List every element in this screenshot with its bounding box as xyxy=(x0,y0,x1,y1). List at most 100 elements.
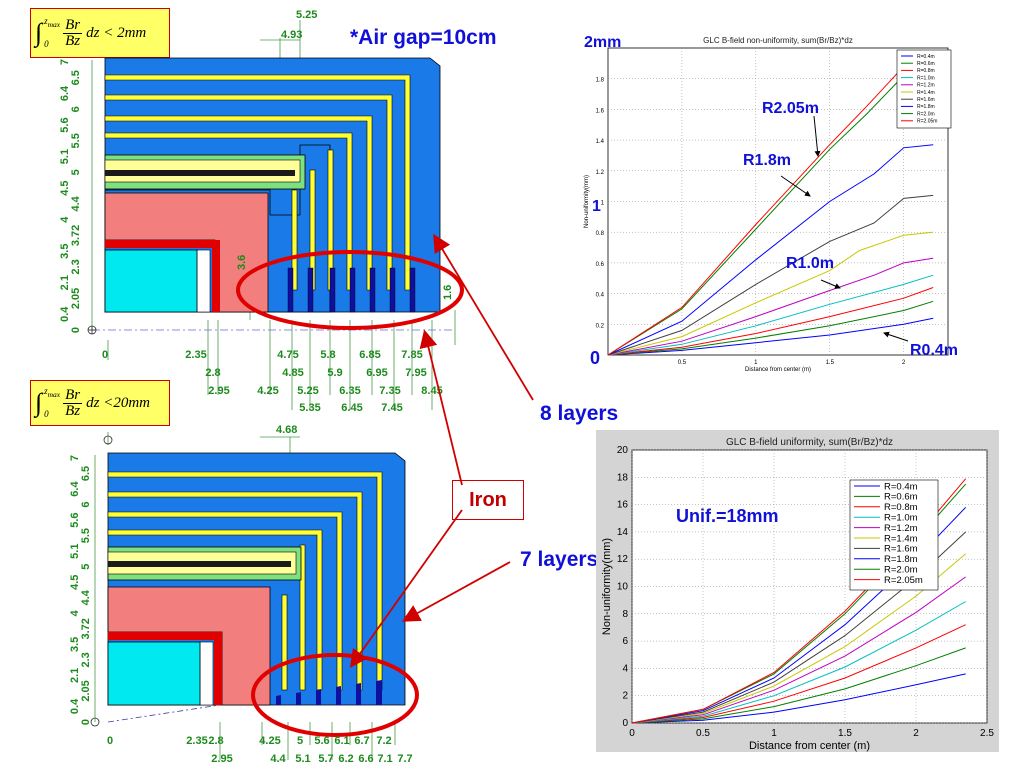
top-left-dim: 2.1 xyxy=(59,275,71,290)
seven-layers-label: 7 layers xyxy=(520,548,599,571)
bottom-bottom-dim: 6.6 xyxy=(358,753,373,765)
r10-label: R1.0m xyxy=(786,255,835,272)
x-tick-label: 0.5 xyxy=(678,360,687,366)
bottom-bottom-dim: 6.7 xyxy=(354,735,369,747)
y-tick-label: 8 xyxy=(622,609,628,620)
unif-label: Unif.=18mm xyxy=(676,506,779,526)
top-magnet-diagram: 5.25 4.93 3.6 1.6 76.56.465.65.55.154.54… xyxy=(59,9,464,414)
y-tick-label: 1.4 xyxy=(596,139,605,145)
y-tick-label: 1.8 xyxy=(596,78,605,84)
bottom-left-dim: 4.5 xyxy=(69,575,81,590)
formula-tail: dz < 2mm xyxy=(86,24,147,41)
legend-entry: R=1.0m xyxy=(917,75,935,81)
legend-entry: R=1.0m xyxy=(884,513,918,524)
bottom-left-dim: 4.4 xyxy=(80,589,92,605)
y-tick-label: 4 xyxy=(622,663,628,674)
bottom-bottom-dim: 7.1 xyxy=(377,753,392,765)
y-tick-label: 1.6 xyxy=(596,108,605,114)
formula-box-bottom: ∫ zmax 0 Br Bz dz <20mm xyxy=(30,380,170,426)
x-axis-label: Distance from center (m) xyxy=(749,740,870,752)
series-line xyxy=(607,300,934,356)
bottom-bottom-dim: 0 xyxy=(107,735,113,747)
legend-entry: R=2.0m xyxy=(884,565,918,576)
legend-entry: R=1.2m xyxy=(884,523,918,534)
x-axis-label: Distance from center (m) xyxy=(745,367,811,373)
legend-entry: R=1.8m xyxy=(884,554,918,565)
top-bottom-dim: 6.95 xyxy=(366,367,387,379)
top-left-dim: 5.6 xyxy=(59,117,71,132)
legend-entry: R=2.05m xyxy=(917,119,937,125)
callout-arrow xyxy=(883,331,909,342)
bottom-left-dim: 2.1 xyxy=(69,668,81,683)
top-bottom-dim: 5.25 xyxy=(297,385,318,397)
top-dim: 4.93 xyxy=(281,29,302,41)
r205-label: R2.05m xyxy=(762,100,819,117)
top-axis-mid-label: 1 xyxy=(592,198,601,215)
bottom-left-dim: 5.1 xyxy=(69,544,81,559)
chart-title: GLC B-field uniformity, sum(Br/Bz)*dz xyxy=(726,437,893,448)
legend-entry: R=1.6m xyxy=(917,97,935,103)
legend-entry: R=0.8m xyxy=(884,502,918,513)
top-left-dim: 5.1 xyxy=(59,149,71,164)
legend-entry: R=0.6m xyxy=(917,61,935,67)
top-bottom-dim: 6.45 xyxy=(341,402,362,414)
bottom-bottom-dim: 6.1 xyxy=(334,735,349,747)
series-line xyxy=(631,647,966,724)
top-bottom-dim: 4.75 xyxy=(277,349,298,361)
legend-entry: R=1.8m xyxy=(917,104,935,110)
top-left-dim: 6 xyxy=(70,106,82,112)
top-left-dim: 5 xyxy=(70,169,82,175)
callout-arrow xyxy=(813,115,821,157)
bottom-bottom-dim: 7.7 xyxy=(397,753,412,765)
y-tick-label: 14 xyxy=(617,527,629,538)
legend-entry: R=1.6m xyxy=(884,544,918,555)
bottom-magnet-diagram: 4.68 76.56.465.65.55.154.54.443.723.52.3… xyxy=(69,424,419,765)
bottom-left-dim: 0.4 xyxy=(69,698,81,714)
x-tick-label: 2 xyxy=(913,728,919,739)
top-bottom-dim: 6.35 xyxy=(339,385,360,397)
top-left-dim: 6.5 xyxy=(70,70,82,85)
top-left-dim: 0 xyxy=(70,327,82,333)
x-tick-label: 1 xyxy=(754,360,758,366)
y-axis-label: Non-uniformity(mm) xyxy=(584,175,590,228)
series-line xyxy=(631,601,966,724)
x-tick-label: 1 xyxy=(771,728,777,739)
bottom-left-dim: 5.5 xyxy=(80,528,92,543)
top-bottom-dim: 5.9 xyxy=(327,367,342,379)
bottom-bottom-dim: 5.7 xyxy=(318,753,333,765)
air-gap-note: *Air gap=10cm xyxy=(350,26,497,49)
y-tick-label: 10 xyxy=(617,582,629,593)
top-left-dim: 3.5 xyxy=(59,244,71,259)
top-bottom-dim: 7.85 xyxy=(401,349,422,361)
top-bottom-dim: 5.8 xyxy=(320,349,335,361)
legend-entry: R=2.0m xyxy=(917,111,935,117)
y-tick-label: 0 xyxy=(622,718,628,729)
series-line xyxy=(607,257,934,356)
x-tick-label: 1.5 xyxy=(826,360,835,366)
bottom-bottom-dim: 2.95 xyxy=(211,753,232,765)
top-axis-max-label: 2mm xyxy=(584,34,622,51)
legend-entry: R=2.05m xyxy=(884,575,923,586)
legend-entry: R=0.6m xyxy=(884,492,918,503)
bottom-left-dim: 6.5 xyxy=(80,466,92,481)
y-tick-label: 6 xyxy=(622,636,628,647)
y-tick-label: 0.8 xyxy=(596,231,605,237)
bottom-top-dim: 4.68 xyxy=(276,424,297,436)
bottom-left-dim: 2.3 xyxy=(80,652,92,667)
bottom-bottom-dim: 2.8 xyxy=(208,735,223,747)
series-line xyxy=(607,317,934,356)
x-tick-label: 0 xyxy=(629,728,635,739)
legend-entry: R=0.4m xyxy=(884,481,918,492)
top-bottom-dim: 4.25 xyxy=(257,385,278,397)
y-tick-label: 2 xyxy=(622,691,628,702)
bottom-left-dim: 3.5 xyxy=(69,637,81,652)
y-axis-label: Non-uniformity(mm) xyxy=(601,538,613,635)
bottom-left-dim: 2.05 xyxy=(80,680,92,701)
formula-box-top: ∫ zmax 0 Br Bz dz < 2mm xyxy=(30,8,170,58)
bottom-bottom-dim: 5 xyxy=(297,735,303,747)
top-left-dim: 0.4 xyxy=(59,306,71,322)
y-tick-label: 18 xyxy=(617,472,629,483)
legend-entry: R=1.4m xyxy=(917,90,935,96)
bottom-bottom-dim: 4.25 xyxy=(259,735,280,747)
